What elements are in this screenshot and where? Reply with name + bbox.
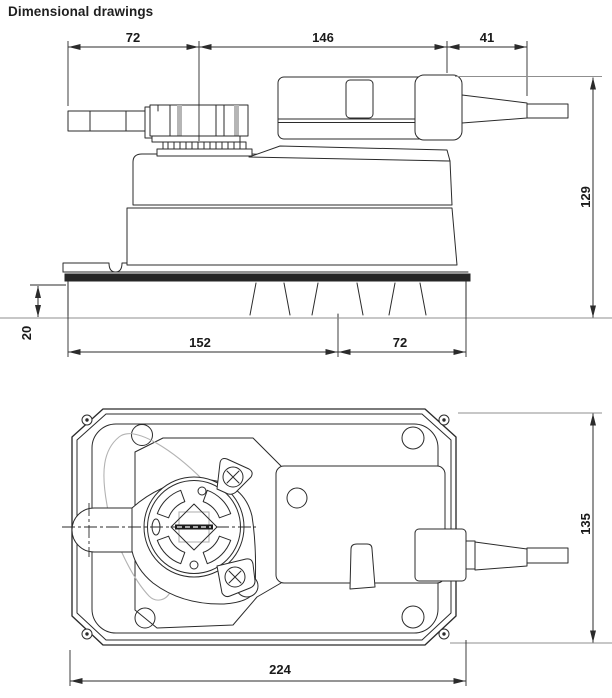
side-view: 72 146 41 129 20 152 72 <box>0 30 612 357</box>
cover-tab <box>349 543 376 590</box>
cover-plate <box>275 465 446 590</box>
side-view-dimensions: 72 146 41 129 20 152 72 <box>0 30 612 357</box>
cable-gland-side <box>461 94 569 124</box>
dim-label-top-left: 72 <box>126 30 140 45</box>
clamp-slot <box>202 489 232 519</box>
screw-shield-bottom <box>216 558 256 598</box>
dim-label-height: 129 <box>578 186 593 208</box>
center-hub <box>62 476 256 578</box>
mounting-bracket-side <box>67 281 467 320</box>
dim-label-top-mid: 146 <box>312 30 334 45</box>
actuator-body-side <box>62 74 471 282</box>
dim-label-length-top-view: 224 <box>269 662 291 677</box>
page-title: Dimensional drawings <box>8 4 154 19</box>
cable <box>526 547 569 564</box>
dim-label-top-right: 41 <box>480 30 494 45</box>
gland-cone <box>461 94 528 124</box>
cable <box>526 103 569 119</box>
wire <box>103 433 204 601</box>
shaft <box>71 507 133 553</box>
clamp-slot <box>156 489 186 519</box>
base-plate-side <box>64 273 471 282</box>
top-view: 135 224 <box>62 408 612 686</box>
crank-arm-assembly <box>67 104 253 157</box>
clamp-slot <box>156 535 186 565</box>
phillips-screw-icon <box>226 470 240 484</box>
dim-label-width-top-view: 135 <box>578 513 593 535</box>
housing-end-cap <box>414 74 463 141</box>
corner-screw-icon <box>81 414 450 640</box>
cable-gland-top <box>414 528 569 582</box>
dim-label-bottom-left: 152 <box>189 335 211 350</box>
phillips-screw-icon <box>228 570 242 584</box>
top-view-dimensions: 135 224 <box>69 412 612 686</box>
gland-cone <box>474 541 528 571</box>
dim-label-bottom-right: 72 <box>393 335 407 350</box>
clamp-slot <box>202 535 232 565</box>
dim-label-base-height: 20 <box>19 326 34 340</box>
screw-shield-top <box>216 458 253 495</box>
square-spindle-opening <box>170 503 218 551</box>
housing-lid-detail <box>345 79 374 119</box>
